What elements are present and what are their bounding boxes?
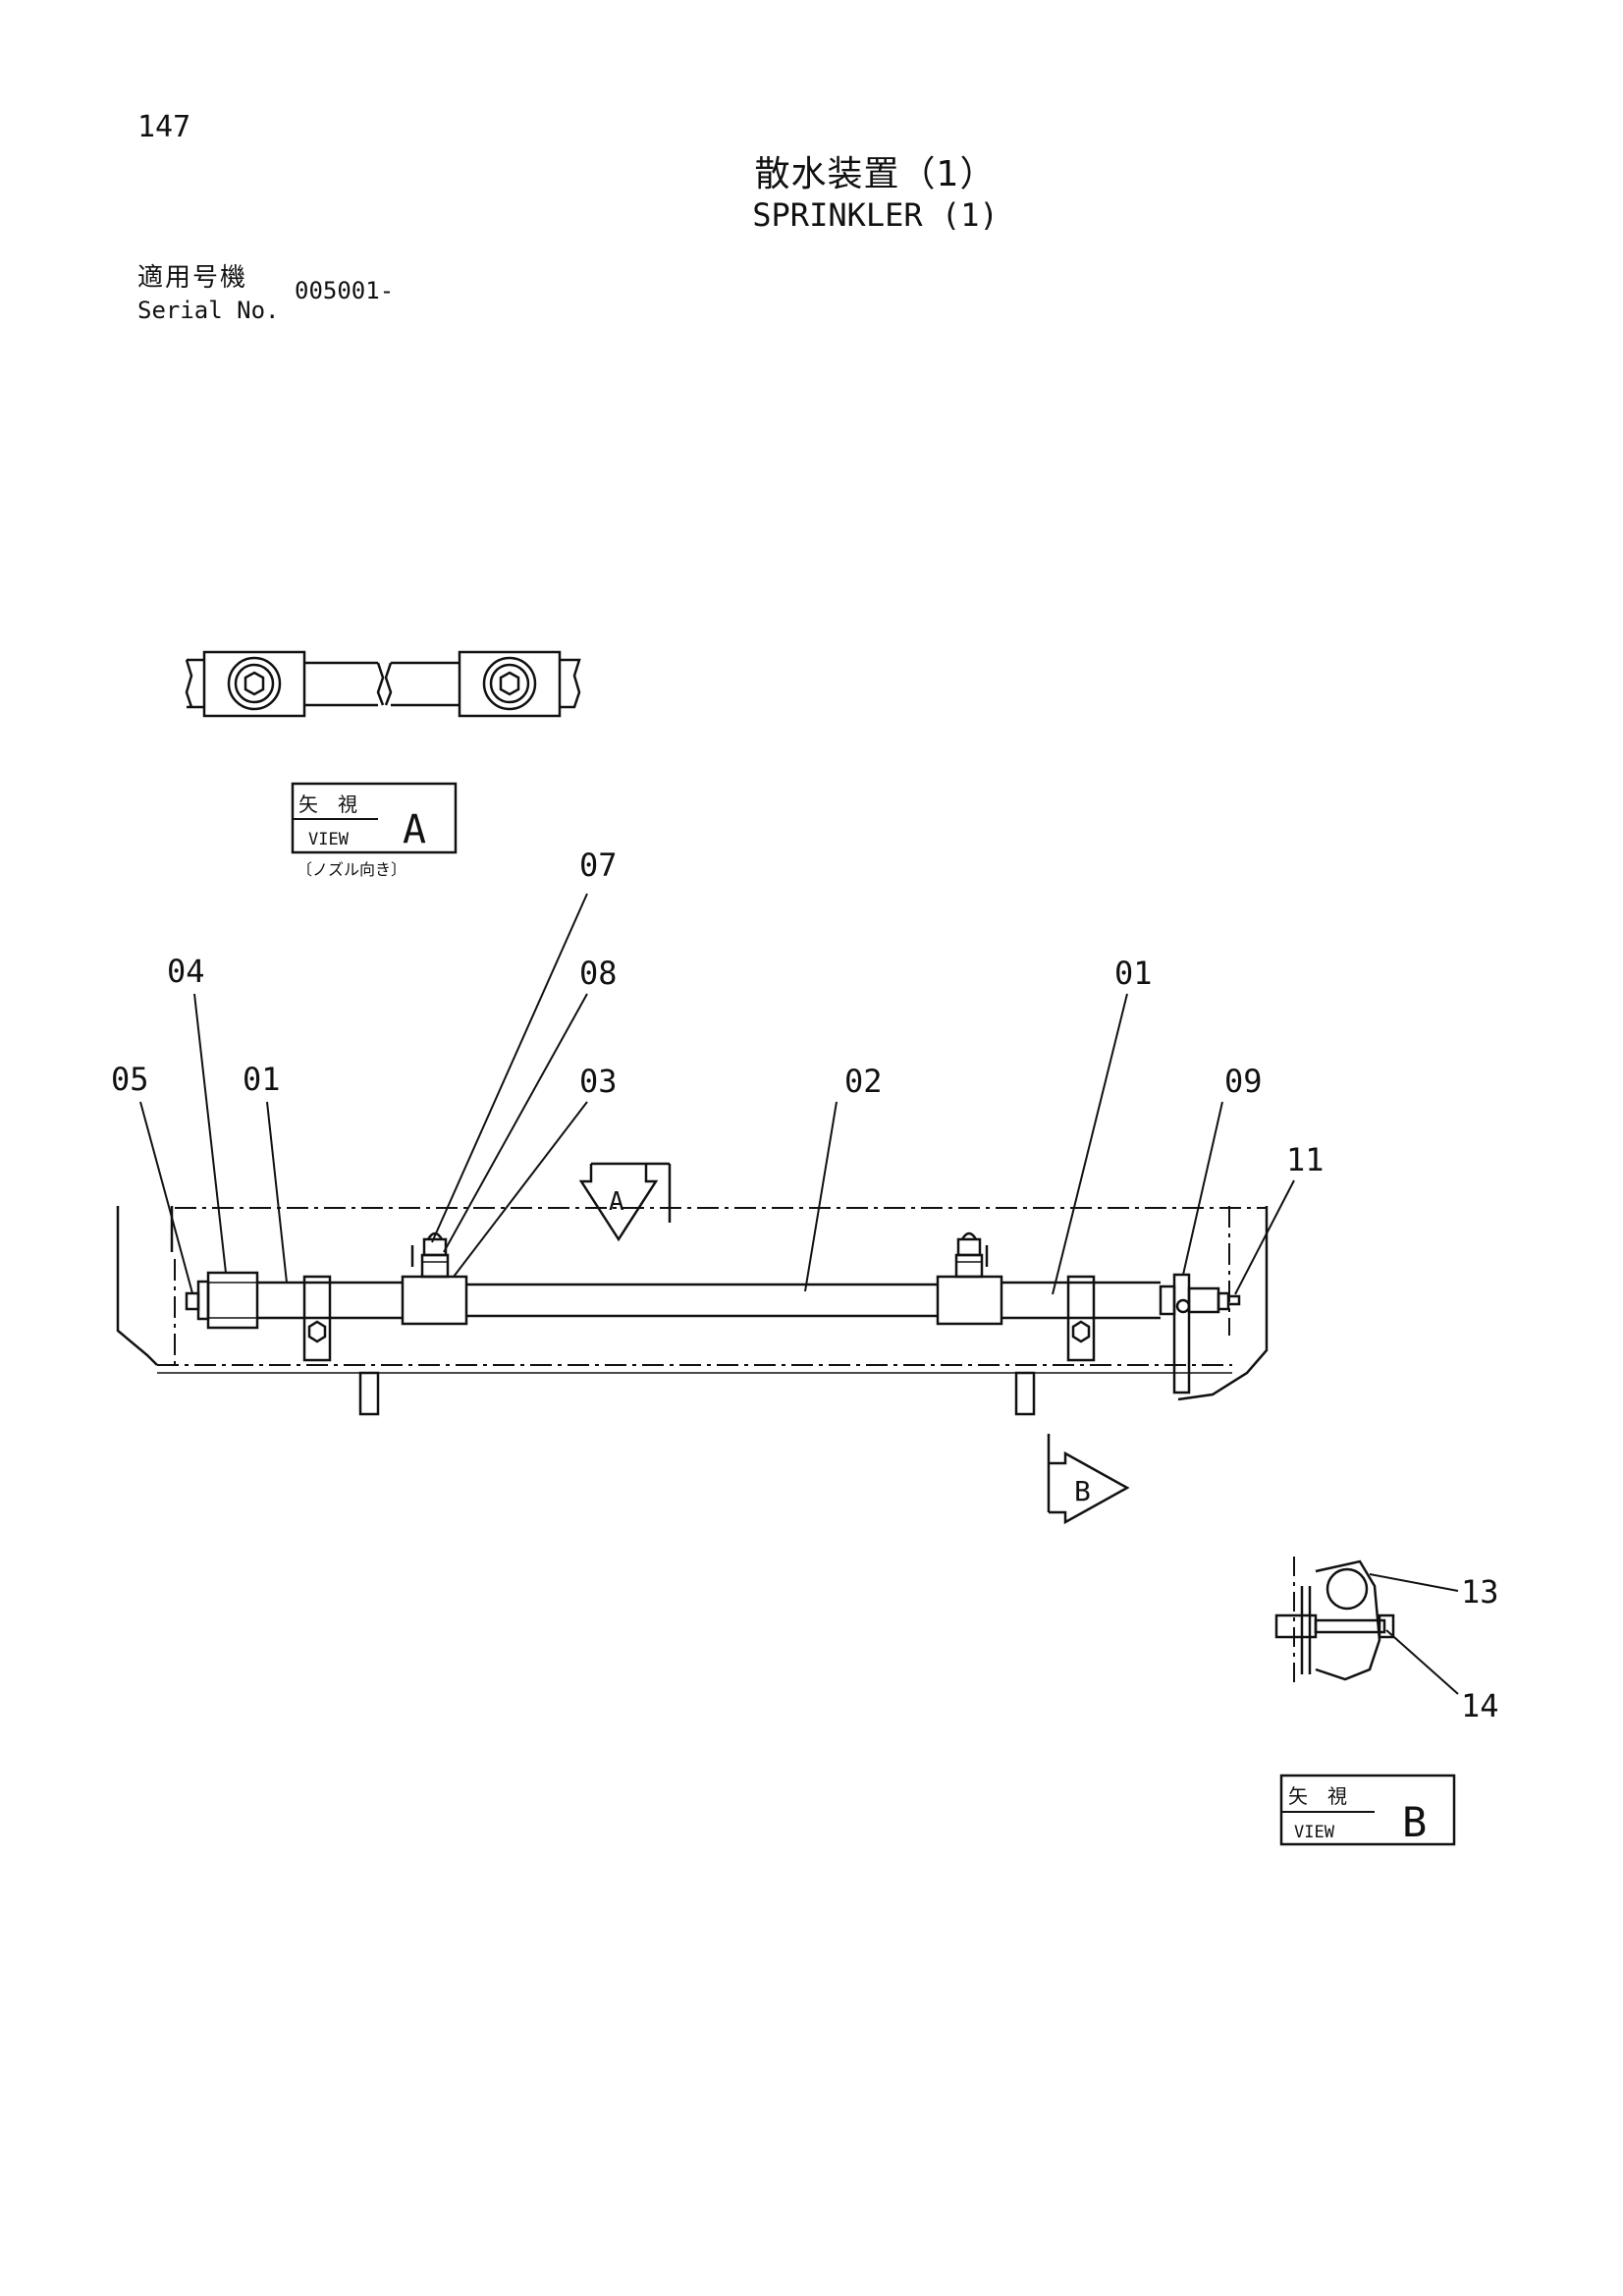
view-a-label-box: 矢 視 VIEW A 〔ノズル向き〕 — [291, 782, 458, 879]
callout-numbers: 07 04 08 01 05 01 03 02 09 11 13 14 — [111, 847, 1499, 1724]
serial-label-japanese: 適用号機 — [137, 263, 248, 293]
title-english: SPRINKLER (1) — [752, 196, 999, 234]
view-a-note: 〔ノズル向き〕 — [297, 860, 406, 879]
callout-09: 09 — [1224, 1063, 1263, 1100]
section-arrow-b: B — [1047, 1434, 1130, 1525]
serial-label-english: Serial No. — [137, 297, 280, 324]
callout-14: 14 — [1461, 1687, 1499, 1724]
serial-value: 005001- — [295, 277, 395, 304]
view-a-japanese: 矢 視 — [298, 793, 357, 816]
callout-13: 13 — [1461, 1573, 1499, 1611]
view-a-letter: A — [403, 807, 426, 852]
callout-01-right: 01 — [1114, 955, 1153, 992]
section-mark-a: A — [609, 1187, 624, 1217]
callout-08: 08 — [579, 955, 618, 992]
view-b-clamp-detail — [1274, 1557, 1395, 1684]
title-japanese: 散水装置（1） — [754, 154, 997, 194]
callout-01-left: 01 — [243, 1061, 281, 1098]
view-b-label-box: 矢 視 VIEW B — [1279, 1774, 1456, 1846]
view-a-english: VIEW — [308, 830, 350, 849]
callout-04: 04 — [167, 953, 205, 990]
callout-03: 03 — [579, 1063, 618, 1100]
sprinkler-main-assembly — [116, 1206, 1269, 1416]
callout-leader-lines — [139, 893, 1459, 1695]
callout-02: 02 — [844, 1063, 883, 1100]
view-a-nozzle-inset — [185, 650, 581, 718]
section-arrow-a: A — [578, 1162, 672, 1242]
section-mark-b: B — [1074, 1475, 1091, 1507]
page-number: 147 — [137, 110, 191, 144]
view-b-english: VIEW — [1294, 1823, 1335, 1842]
view-b-letter: B — [1402, 1798, 1427, 1846]
callout-07: 07 — [579, 847, 618, 884]
callout-11: 11 — [1286, 1141, 1325, 1178]
callout-05: 05 — [111, 1061, 149, 1098]
view-b-japanese: 矢 視 — [1288, 1784, 1347, 1808]
